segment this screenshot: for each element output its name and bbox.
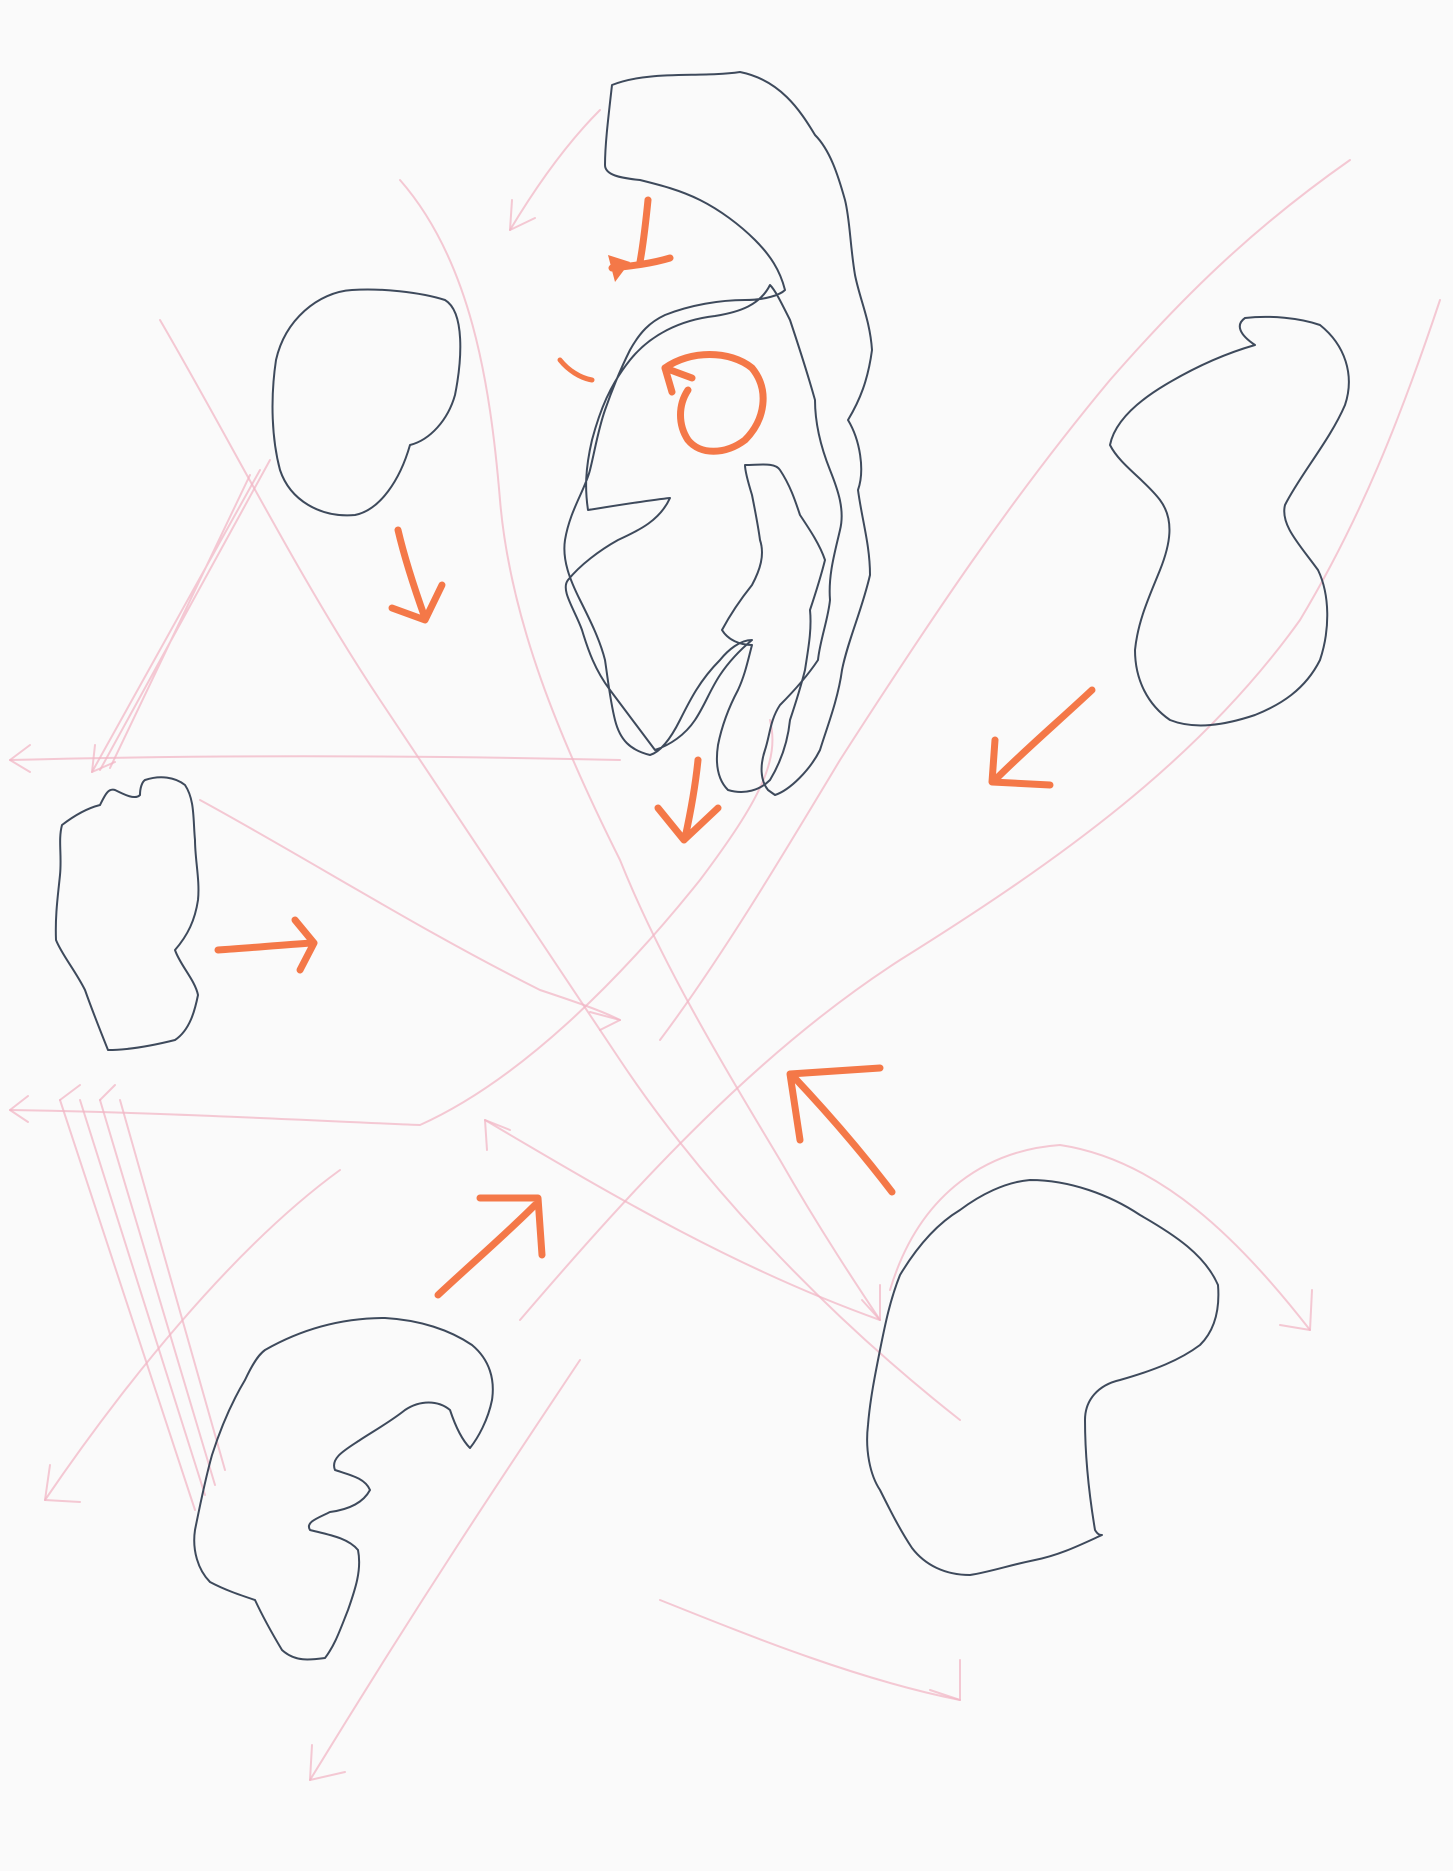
- sketch-canvas: [0, 0, 1453, 1871]
- canvas-background: [0, 0, 1453, 1871]
